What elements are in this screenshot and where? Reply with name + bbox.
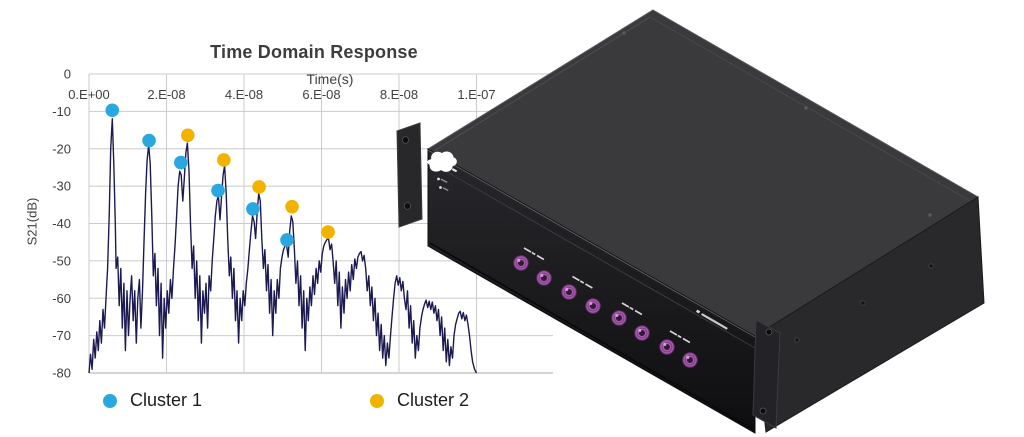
- x-tick-label: 0.E+00: [68, 87, 110, 102]
- front-bevel: [427, 160, 756, 349]
- x-tick-label: 4.E-08: [225, 87, 263, 102]
- cluster2-swatch-icon: [370, 393, 384, 408]
- connector-label-print: [621, 302, 630, 308]
- front-top-edge-highlight: [427, 149, 756, 338]
- front-panel-print: [701, 313, 728, 330]
- peak-marker: [211, 183, 225, 198]
- rack-ear-left: [396, 122, 423, 228]
- connector-label-print: [634, 309, 643, 316]
- y-tick-label: 0: [64, 67, 71, 82]
- peak-marker: [174, 155, 188, 170]
- y-tick-label: -60: [52, 291, 71, 306]
- s21-trace: [88, 118, 478, 374]
- front-bottom-edge: [429, 242, 754, 430]
- y-tick-label: -10: [52, 104, 71, 119]
- peak-marker: [246, 202, 260, 216]
- connector-highlight: [686, 355, 690, 359]
- front-panel-print: [695, 309, 701, 314]
- y-tick-label: -20: [52, 141, 71, 156]
- connector-nut: [684, 354, 696, 366]
- top-bevel-left: [433, 16, 651, 152]
- connector-label-print: [682, 337, 691, 344]
- connector-label-print: [669, 330, 678, 336]
- connector-label-print: [536, 254, 545, 261]
- screw-icon: [928, 213, 932, 217]
- device-front-panel: [427, 148, 756, 434]
- connector-label-print: [585, 283, 593, 289]
- top-bevel-right: [649, 16, 973, 203]
- screw-icon: [928, 263, 934, 269]
- chart-title: Time Domain Response: [210, 42, 418, 62]
- trace-polyline: [88, 118, 478, 374]
- connector-nut: [515, 257, 527, 269]
- connector-nut: [538, 272, 550, 284]
- rack-ear-right: [752, 319, 781, 429]
- cluster2-markers: [181, 128, 335, 239]
- connector-highlight: [517, 258, 521, 262]
- connector-nut: [587, 300, 599, 312]
- connector-highlight: [540, 273, 544, 277]
- legend-label-cluster1: Cluster 1: [130, 390, 203, 410]
- screw-icon: [794, 337, 800, 343]
- axis-tick-labels: 0.E+00 2.E-08 4.E-08 6.E-08 8.E-08 1.E-07 0 -10…: [52, 67, 495, 381]
- screw-icon: [804, 106, 808, 110]
- mounting-hole: [404, 202, 411, 210]
- screw-icon: [860, 300, 866, 306]
- connector-nut: [563, 286, 575, 298]
- peak-marker: [142, 133, 156, 148]
- y-tick-label: -80: [52, 366, 71, 381]
- legend-label-cluster2: Cluster 2: [397, 390, 470, 410]
- led-label-print: [442, 187, 449, 192]
- peak-marker: [285, 199, 299, 214]
- peak-marker: [280, 233, 294, 247]
- connector-label-print: [579, 280, 585, 284]
- rack-chassis: [396, 9, 985, 434]
- x-tick-label: 1.E-07: [457, 87, 495, 102]
- connector-highlight: [638, 328, 642, 332]
- connector-highlight: [663, 342, 667, 346]
- screw-icon: [622, 31, 626, 35]
- connector-labels: [523, 247, 691, 344]
- x-axis-title: Time(s): [306, 71, 354, 87]
- peak-marker: [321, 225, 335, 239]
- connector-nut: [661, 341, 673, 353]
- mounting-hole: [759, 407, 767, 415]
- y-tick-label: -50: [52, 253, 71, 268]
- connector-label-print: [677, 334, 682, 339]
- connector-label-print: [629, 306, 634, 311]
- mounting-hole: [402, 136, 409, 144]
- rf-connectors: [513, 255, 698, 368]
- cluster1-swatch-icon: [103, 393, 117, 408]
- peak-marker: [252, 180, 266, 194]
- connector-highlight: [589, 301, 593, 305]
- led-label-print: [440, 178, 448, 183]
- connector-highlight: [565, 287, 569, 291]
- x-tick-label: 2.E-08: [147, 87, 185, 102]
- cluster1-markers: [105, 103, 294, 247]
- legend-item-cluster2: Cluster 2: [370, 390, 469, 411]
- mounting-hole: [765, 328, 773, 336]
- peak-marker: [181, 128, 195, 143]
- x-tick-label: 6.E-08: [302, 87, 340, 102]
- y-tick-label: -40: [52, 216, 71, 231]
- connector-nut: [613, 312, 625, 324]
- status-led: [437, 177, 440, 181]
- x-tick-label: 8.E-08: [380, 87, 418, 102]
- logo-speck: [451, 168, 458, 173]
- connector-label-print: [572, 275, 580, 282]
- connector-label-print: [531, 251, 536, 256]
- status-led: [439, 186, 442, 189]
- y-tick-label: -30: [52, 179, 71, 194]
- legend-item-cluster1: Cluster 1: [103, 390, 202, 411]
- peak-marker: [105, 103, 120, 118]
- connector-highlight: [615, 313, 619, 317]
- connector-label-print: [523, 247, 532, 253]
- connector-nut: [636, 327, 648, 339]
- peak-marker: [217, 153, 231, 167]
- y-tick-label: -70: [52, 328, 71, 343]
- brand-logo: [427, 151, 457, 172]
